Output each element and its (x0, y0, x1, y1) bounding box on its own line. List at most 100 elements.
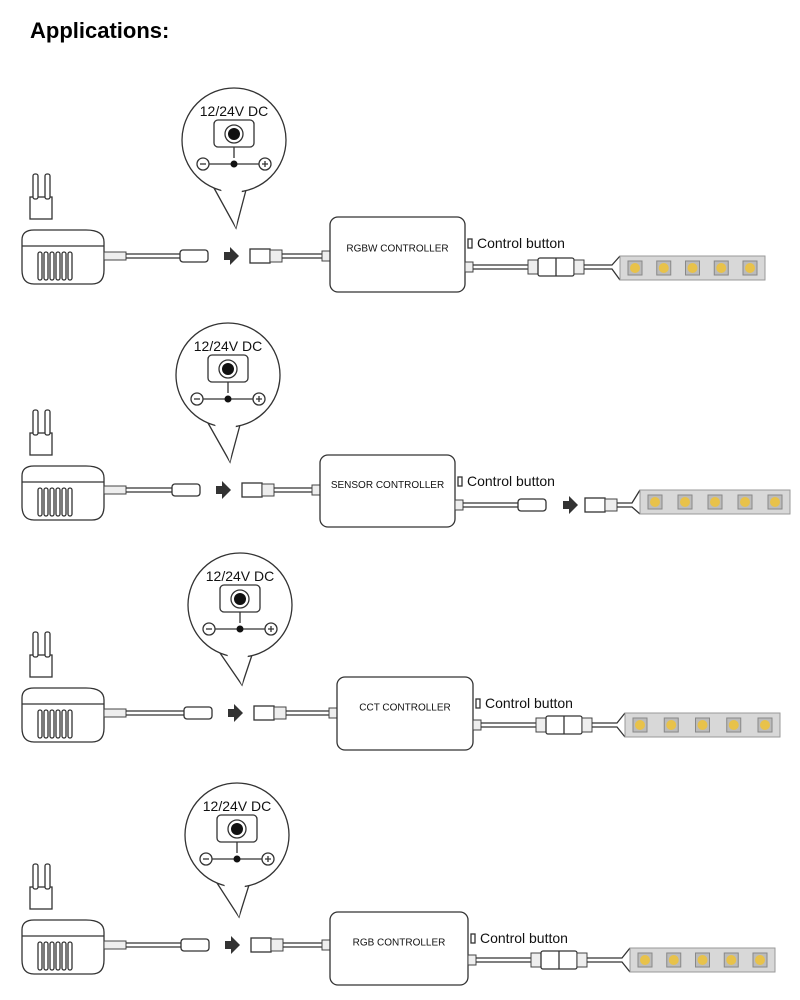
arrow-icon (225, 936, 240, 954)
adapter-vent (55, 941, 61, 971)
dc-female-jack (253, 705, 275, 721)
output-connector (454, 499, 464, 511)
adapter-vent (67, 941, 73, 971)
dc-female-jack (241, 482, 263, 498)
arrow-icon (563, 496, 578, 514)
adapter-vent (49, 709, 55, 739)
connector-cap (530, 952, 542, 968)
center-pin (230, 160, 238, 168)
input-connector (328, 707, 338, 719)
controller-box (329, 216, 466, 293)
jack-sleeve (273, 706, 287, 720)
plus-sign (262, 161, 268, 167)
center-pin (224, 395, 232, 403)
led-icon (697, 955, 708, 965)
arrow-icon (216, 481, 231, 499)
voltage-callout: 12/24V DC (184, 782, 290, 919)
input-connector (311, 484, 321, 496)
led-icon (760, 720, 770, 730)
input-wire (282, 253, 322, 259)
connector-cap (576, 952, 588, 968)
voltage-callout: 12/24V DC (187, 552, 293, 687)
adapter-vent (61, 941, 67, 971)
dc-female-jack (250, 937, 272, 953)
plug-pin (32, 863, 39, 890)
power-adapter (21, 863, 127, 975)
output-wire (481, 722, 536, 728)
controller-label: RGB CONTROLLER (353, 938, 446, 949)
control-button-label: Control button (485, 695, 573, 711)
adapter-vent (55, 709, 61, 739)
adapter-plug-housing (29, 432, 53, 456)
plug-pin (44, 863, 51, 890)
led-icon (687, 263, 698, 273)
input-wire (286, 710, 329, 716)
socket-hole (222, 363, 234, 375)
adapter-vent (61, 487, 67, 517)
plug-pin (44, 631, 51, 658)
jack-sleeve (604, 498, 618, 512)
plug-pin (44, 409, 51, 436)
voltage-label: 12/24V DC (206, 568, 274, 584)
voltage-label: 12/24V DC (203, 798, 271, 814)
strain-relief (103, 708, 127, 718)
adapter-vent (37, 487, 43, 517)
plus-sign (256, 396, 262, 402)
led-icon (635, 720, 645, 730)
controller-box (319, 454, 456, 528)
adapter-vent (49, 487, 55, 517)
dc-male-plug (180, 938, 210, 952)
adapter-plug-housing (29, 886, 53, 910)
arrow-icon (228, 704, 243, 722)
jack-sleeve (261, 483, 275, 497)
led-strip (639, 489, 791, 515)
plug-pin (32, 409, 39, 436)
led-icon (668, 955, 679, 965)
led-strip (624, 712, 781, 738)
led-icon (745, 263, 755, 273)
strip-lead (617, 489, 641, 515)
led-icon (658, 263, 669, 273)
adapter-plug-housing (29, 196, 53, 220)
input-connector (321, 939, 331, 951)
led-icon (726, 955, 737, 965)
strain-relief (103, 251, 127, 261)
adapter-vent (43, 941, 49, 971)
adapter-vent (43, 709, 49, 739)
male-plug (517, 498, 547, 512)
dc-cable (126, 942, 181, 948)
callout-mask (226, 652, 248, 685)
output-wire (463, 502, 518, 508)
dc-male-plug (179, 249, 209, 263)
center-pin (233, 855, 241, 863)
led-icon (640, 955, 650, 965)
voltage-callout: 12/24V DC (181, 87, 287, 230)
callout-mask (214, 422, 236, 462)
socket-hole (228, 128, 240, 140)
led-icon (650, 497, 660, 507)
dc-cable (126, 487, 172, 493)
controller-box (329, 911, 469, 986)
plus-sign (265, 856, 271, 862)
voltage-label: 12/24V DC (194, 338, 262, 354)
led-icon (666, 720, 677, 730)
led-strip (629, 947, 776, 973)
control-button-label: Control button (467, 473, 555, 489)
led-icon (710, 497, 720, 507)
control-button (470, 933, 476, 944)
center-pin (236, 625, 244, 633)
adapter-plug-housing (29, 654, 53, 678)
plug-pin (32, 173, 39, 200)
led-icon (770, 497, 780, 507)
strain-relief (103, 940, 127, 950)
control-button (457, 476, 463, 487)
voltage-label: 12/24V DC (200, 103, 268, 119)
output-wire (476, 957, 531, 963)
led-strip (619, 255, 766, 281)
page-title: Applications: (30, 18, 170, 43)
power-adapter (21, 173, 127, 285)
